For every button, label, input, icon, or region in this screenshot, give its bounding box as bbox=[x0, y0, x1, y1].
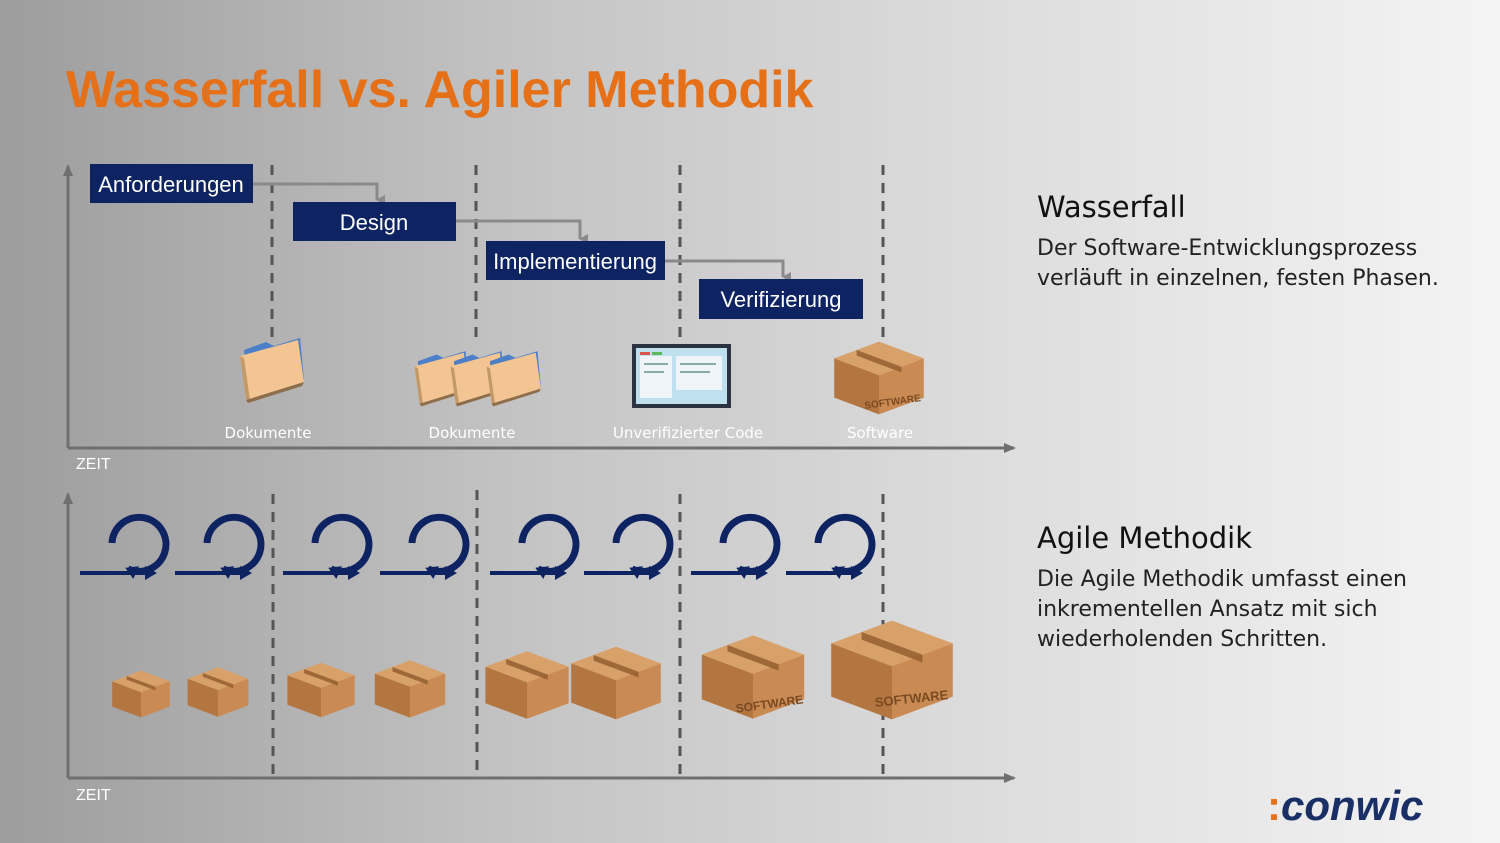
cycle-arrow-icon bbox=[175, 517, 261, 573]
waterfall-axis-label: ZEIT bbox=[76, 456, 111, 473]
phase-verification: Verifizierung bbox=[699, 279, 863, 319]
phase-label: Anforderungen bbox=[98, 172, 244, 197]
agile-dividers bbox=[271, 490, 885, 776]
artifact-documents-1: Dokumente bbox=[225, 338, 312, 442]
cycle-arrow-icon bbox=[80, 517, 166, 573]
waterfall-description: Wasserfall Der Software-Entwicklungsproz… bbox=[1037, 190, 1457, 294]
agile-axis-label: ZEIT bbox=[76, 787, 111, 804]
artifact-documents-2: Dokumente bbox=[414, 351, 541, 442]
logo-colon: : bbox=[1267, 782, 1281, 829]
conwic-logo: :conwic bbox=[1267, 782, 1423, 830]
package-box-icon bbox=[187, 667, 249, 717]
increment-boxes: SOFTWARE SOFTWARE bbox=[112, 620, 953, 720]
page-title: Wasserfall vs. Agiler Methodik bbox=[66, 61, 814, 119]
artifact-label: Dokumente bbox=[429, 424, 516, 442]
phase-connector-arrow bbox=[253, 182, 385, 205]
phase-implementation: Implementierung bbox=[486, 241, 665, 280]
artifact-label: Dokumente bbox=[225, 424, 312, 442]
phase-requirements: Anforderungen bbox=[90, 164, 253, 203]
waterfall-section: ZEIT Anforderungen Design Implementierun… bbox=[63, 164, 1016, 473]
agile-heading: Agile Methodik bbox=[1037, 521, 1253, 555]
agile-text: Die Agile Methodik umfasst einen inkreme… bbox=[1037, 567, 1407, 652]
package-box-icon bbox=[287, 662, 355, 718]
waterfall-heading: Wasserfall bbox=[1037, 190, 1186, 224]
logo-text: conwic bbox=[1281, 782, 1424, 829]
phase-label: Design bbox=[340, 210, 408, 235]
waterfall-dividers bbox=[270, 165, 885, 338]
package-box-icon bbox=[374, 660, 446, 718]
artifact-software: SOFTWARE Software bbox=[834, 341, 924, 442]
waterfall-text: Der Software-Entwicklungsprozess verläuf… bbox=[1037, 236, 1439, 291]
cycle-arrow-icon bbox=[380, 517, 466, 573]
agile-section: ZEIT SOFTWARE SOFTWA bbox=[63, 490, 1016, 804]
artifact-label: Software bbox=[847, 424, 913, 442]
cycle-arrow-icon bbox=[283, 517, 369, 573]
phase-connector-arrow bbox=[665, 259, 791, 282]
package-box-icon bbox=[485, 651, 569, 719]
phase-connector-arrow bbox=[456, 219, 588, 244]
cycle-arrow-icon bbox=[691, 517, 777, 573]
phase-design: Design bbox=[293, 202, 456, 241]
phase-connectors bbox=[253, 182, 791, 282]
artifact-label: Unverifizierter Code bbox=[613, 424, 763, 442]
package-box-icon bbox=[112, 670, 170, 718]
monitor-code-icon bbox=[632, 344, 731, 408]
cycle-arrow-icon bbox=[490, 517, 576, 573]
artifact-unverified-code: Unverifizierter Code bbox=[613, 344, 763, 442]
folder-icon bbox=[240, 338, 304, 403]
package-box-icon bbox=[571, 646, 661, 720]
phase-label: Implementierung bbox=[493, 249, 657, 274]
agile-description: Agile Methodik Die Agile Methodik umfass… bbox=[1037, 521, 1457, 655]
cycle-arrow-icon bbox=[786, 517, 872, 573]
cycle-arrow-icon bbox=[584, 517, 670, 573]
phase-label: Verifizierung bbox=[720, 287, 841, 312]
